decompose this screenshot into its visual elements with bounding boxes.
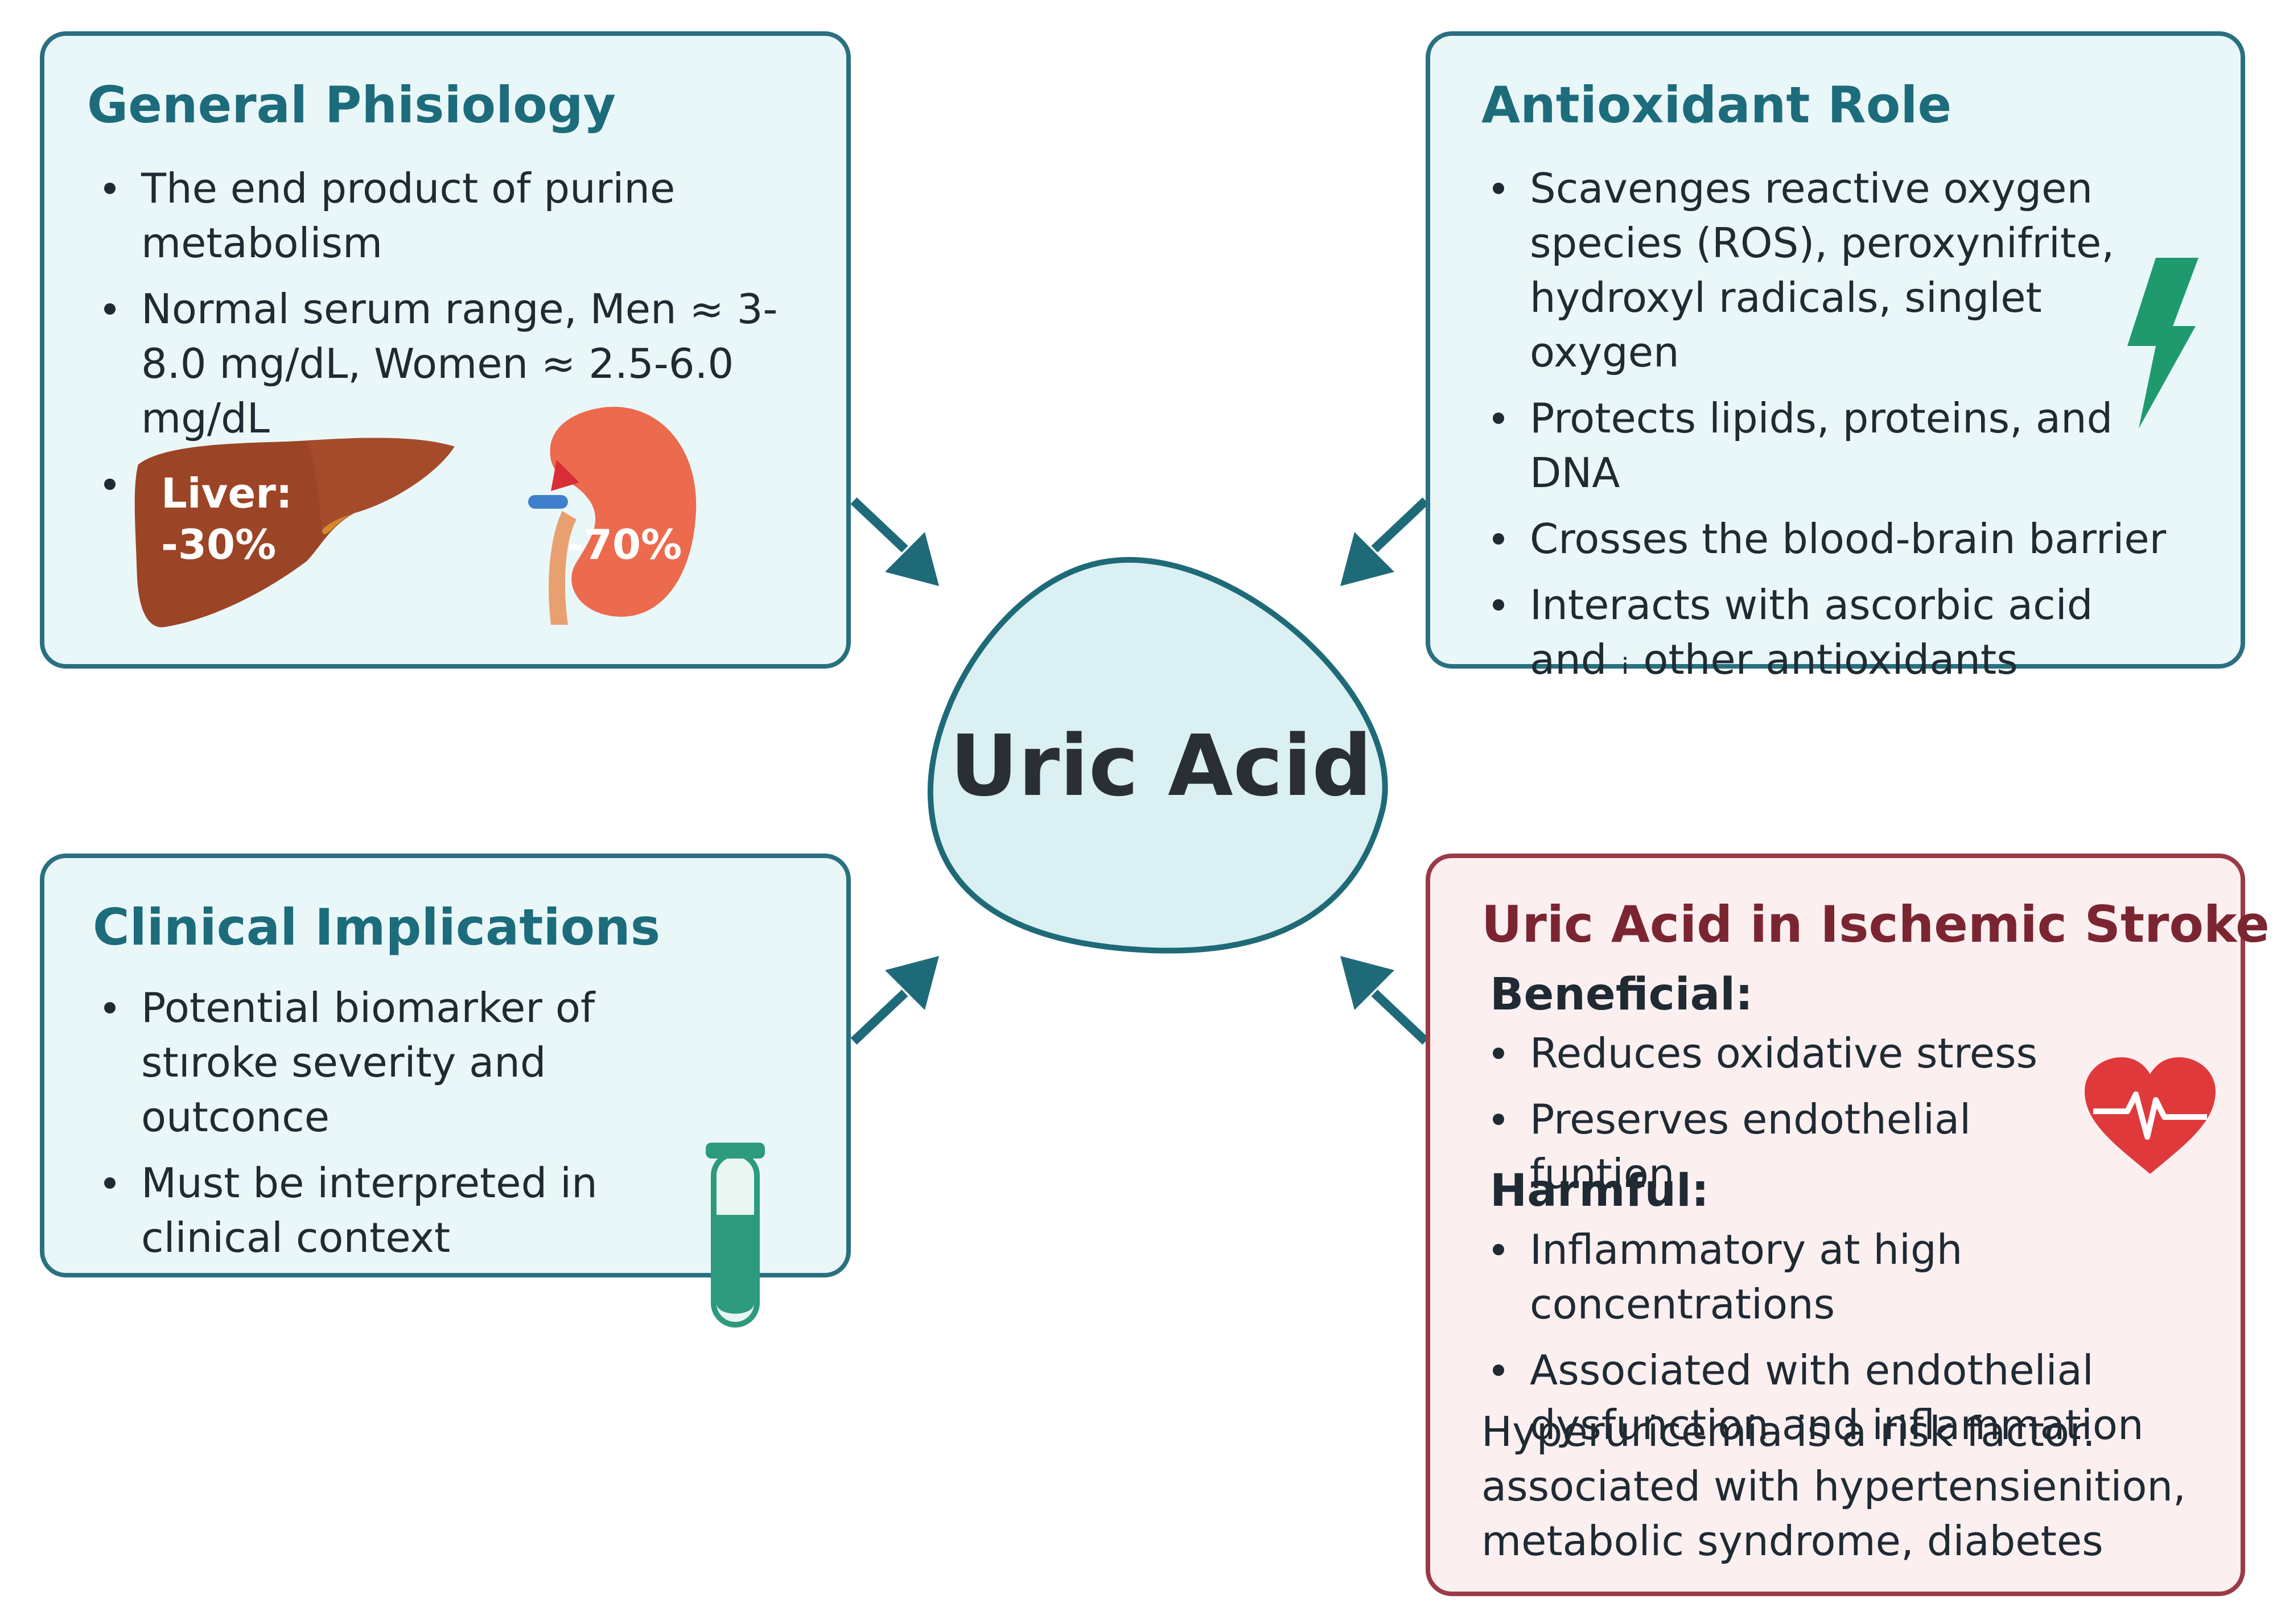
liver-icon — [134, 438, 455, 628]
arrow-icon — [1340, 956, 1429, 1045]
antioxidant-role-box: Antioxidant Role Scavenges reactive oxyg… — [1426, 31, 2245, 683]
antioxidant-role-title: Antioxidant Role — [1481, 76, 1952, 134]
general-physiology-list: The end product of purine metabolism Nor… — [87, 161, 827, 523]
arrow-icon — [1340, 497, 1429, 586]
list-item: Reduces oxidative stress — [1476, 1026, 2090, 1081]
antioxidant-role-list: Scavenges reactive oxygen species (ROS),… — [1476, 161, 2170, 698]
kidney-icon — [528, 406, 697, 625]
ischemic-stroke-title: Uric Acid in Ischemic Stroke — [1481, 895, 2270, 954]
list-item: Interacts with ascorbic acid and ꜟ other… — [1476, 578, 2170, 687]
center-label: Uric Acid — [949, 717, 1373, 815]
harmful-list: Inflammatory at high concentrations Asso… — [1476, 1222, 2227, 1464]
list-item: Scavenges reactive oxygen species (ROS),… — [1476, 161, 2170, 380]
arrow-icon — [850, 497, 939, 586]
liver-label: Liver: — [161, 469, 293, 517]
uric-acid-blob — [927, 557, 1388, 954]
list-item: Must be interpreted in clinical context — [87, 1156, 685, 1265]
harmful-heading: Harmful: — [1490, 1165, 1710, 1217]
list-item: Protects lipids, proteins, and DNA — [1476, 391, 2170, 500]
list-item: Inflammatory at high concentrations — [1476, 1222, 2227, 1332]
general-physiology-box: General Phisiology The end product of pu… — [40, 31, 851, 669]
kidney-value: -70% — [567, 521, 682, 568]
liver-value: -30% — [161, 521, 277, 568]
beneficial-heading: Beneficial: — [1490, 969, 1753, 1020]
general-physiology-title: General Phisiology — [87, 76, 616, 134]
clinical-implications-list: Potential biomarker of stıroke severity … — [87, 980, 685, 1276]
heart-pulse-icon — [2085, 1057, 2216, 1174]
list-item: Preserves endothelial funtion — [1476, 1092, 2090, 1201]
list-item: Potential biomarker of stıroke severity … — [87, 980, 685, 1144]
ischemic-stroke-box: Uric Acid in Ischemic Stroke Beneficial:… — [1426, 854, 2270, 1596]
clinical-implications-title: Clinical Implications — [93, 898, 661, 957]
list-item: Crosses the blood-brain barrier — [1476, 512, 2170, 566]
hyperuricemia-note: Hyperuricemia is a risk factor. associat… — [1481, 1408, 2186, 1565]
lightning-icon — [2127, 258, 2198, 428]
list-item: The end product of purine metabolism — [87, 161, 827, 270]
list-item: Normal serum range, Men ≈ 3-8.0 mg/dL, W… — [87, 282, 827, 446]
clinical-implications-box: Clinical Implications Potential biomarke… — [40, 854, 851, 1277]
test-tube-icon — [706, 1143, 765, 1328]
beneficial-list: Reduces oxidative stress Preserves endot… — [1476, 1026, 2090, 1213]
arrow-icon — [850, 956, 939, 1045]
list-item: Associated with endothelial dysfunction … — [1476, 1343, 2227, 1452]
